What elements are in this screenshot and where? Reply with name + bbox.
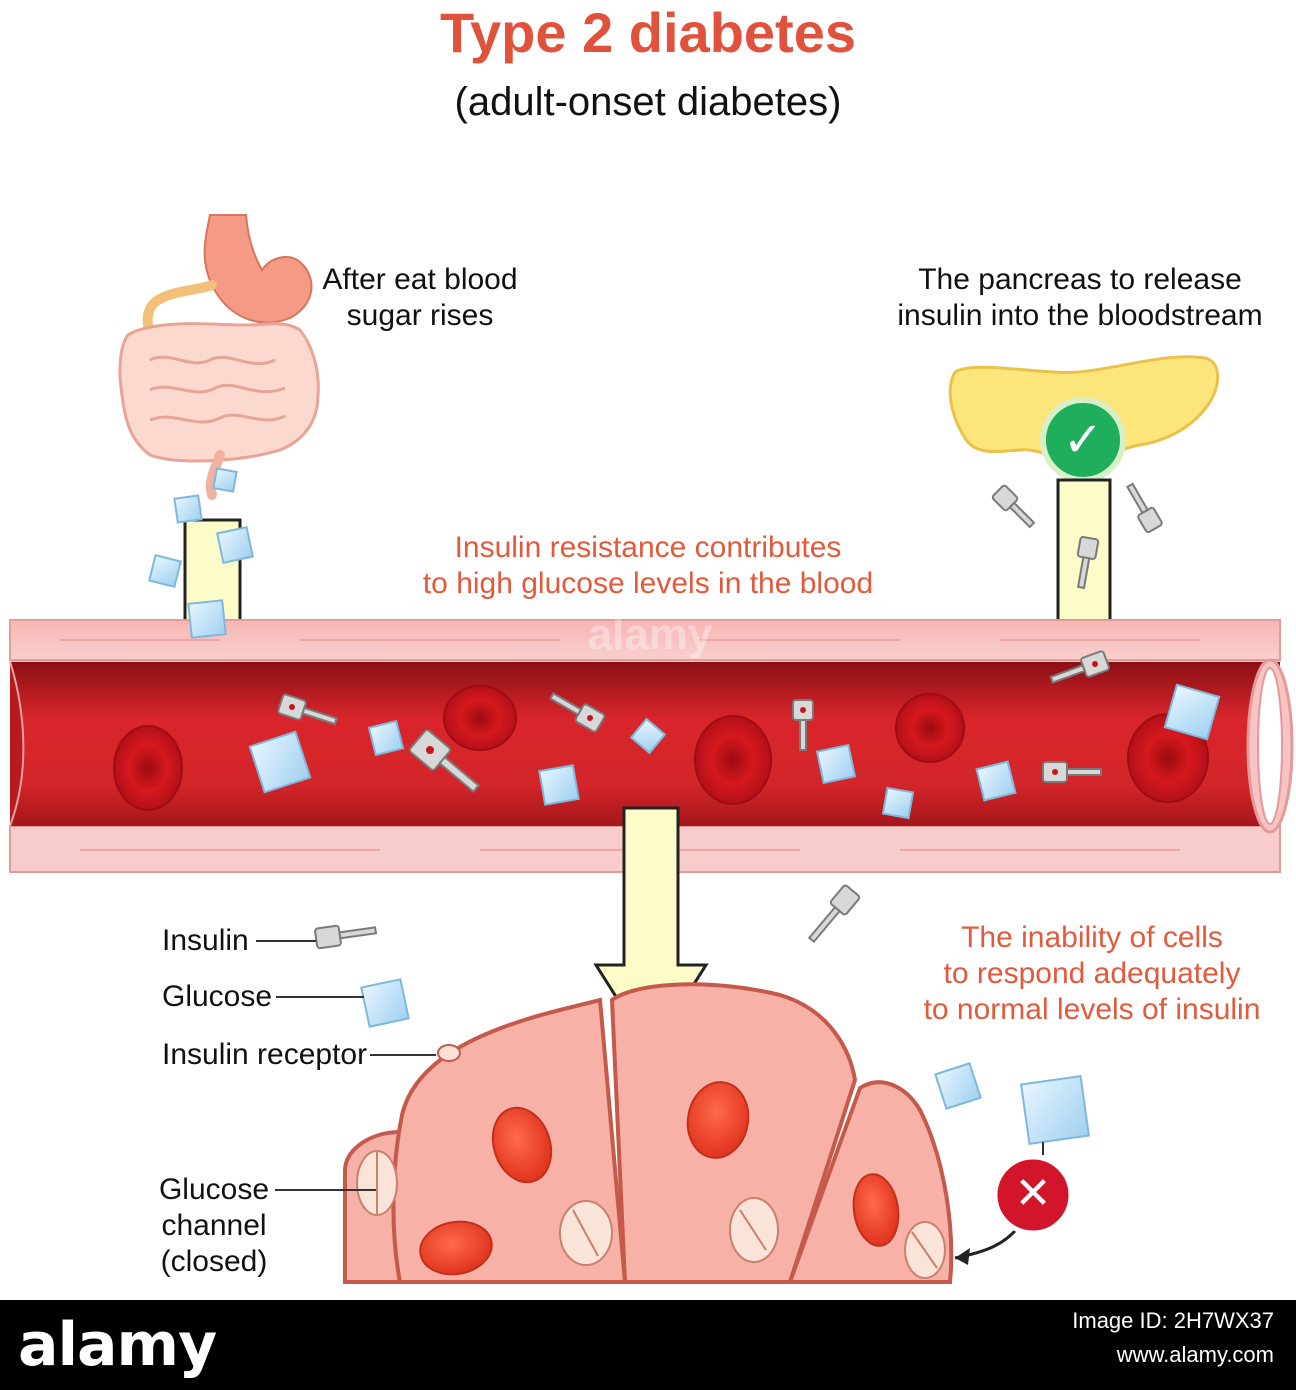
cross-badge-icon — [992, 1154, 1074, 1236]
insulin-receptors — [437, 1044, 461, 1062]
insulin-keys — [277, 482, 1163, 1005]
page-title: Type 2 diabetes — [439, 1, 856, 64]
cell-inability-label: The inability of cells to respond adequa… — [900, 920, 1284, 1028]
after-eat-line-2: sugar rises — [346, 299, 494, 332]
glucose-cubes — [148, 467, 1221, 1146]
legend-receptor-label: Insulin receptor — [162, 1038, 368, 1071]
cell-nuclei — [419, 1081, 900, 1276]
legend-channel-line-1: Glucose — [158, 1173, 270, 1206]
after-eat-line-1: After eat blood — [322, 263, 518, 296]
legend-channel-label: Glucose channel (closed) — [150, 1172, 278, 1280]
glucose-channels-closed — [356, 1150, 946, 1279]
legend-channel-line-2: channel — [161, 1209, 267, 1242]
legend-channel-line-3: (closed) — [160, 1245, 268, 1278]
footer-url: www.alamy.com — [1116, 1342, 1274, 1367]
pancreas-line-1: The pancreas to release — [918, 263, 1242, 296]
pancreas-label: The pancreas to release insulin into the… — [880, 262, 1280, 334]
pancreas-line-2: insulin into the bloodstream — [897, 299, 1263, 332]
legend-insulin-label: Insulin — [162, 924, 249, 957]
cross-mark-icon: ✕ — [1014, 1168, 1052, 1219]
diagram-artwork — [9, 214, 1294, 1284]
legend-glucose-label: Glucose — [162, 980, 273, 1013]
cell-inability-line-1: The inability of cells — [961, 921, 1223, 954]
insulin-resistance-line-1: Insulin resistance contributes — [454, 531, 842, 564]
digestive-system-illustration — [118, 214, 320, 500]
footer-image-id: Image ID: 2H7WX37 — [1072, 1308, 1274, 1333]
cell-inability-line-2: to respond adequately — [943, 957, 1241, 990]
check-mark-icon: ✓ — [1062, 412, 1104, 468]
cell-inability-line-3: to normal levels of insulin — [923, 993, 1261, 1026]
page-subtitle: (adult-onset diabetes) — [454, 80, 842, 124]
watermark: alamy — [587, 610, 713, 659]
after-eat-label: After eat blood sugar rises — [300, 262, 540, 334]
insulin-resistance-label: Insulin resistance contributes to high g… — [390, 530, 906, 602]
footer-bar: alamy Image ID: 2H7WX37 www.alamy.com — [0, 1300, 1296, 1390]
legend-leader-lines — [256, 940, 436, 1191]
red-blood-cells — [113, 685, 1209, 811]
footer-brand-logo: alamy — [18, 1310, 217, 1380]
insulin-resistance-line-2: to high glucose levels in the blood — [422, 567, 874, 600]
